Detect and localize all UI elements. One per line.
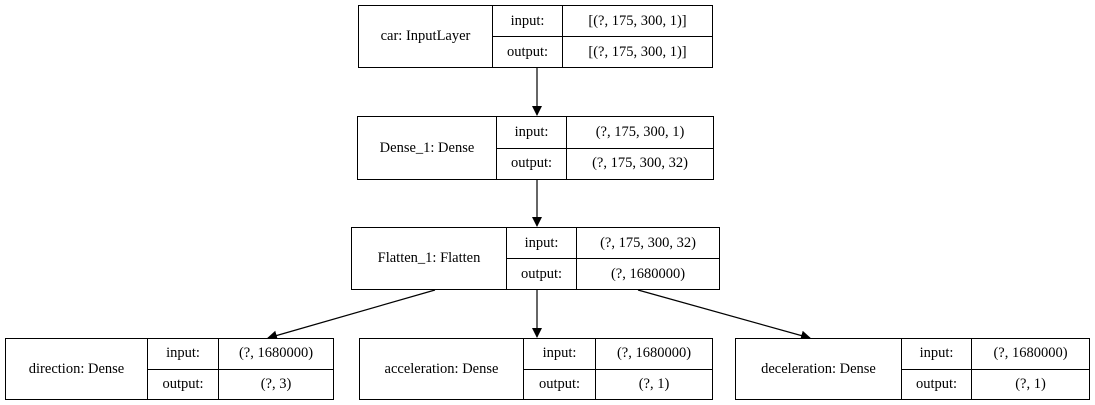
input-key: input: (507, 228, 576, 259)
node-dense-1: Dense_1: Dense input: output: (?, 175, 3… (357, 116, 714, 180)
input-shape: (?, 1680000) (596, 339, 712, 370)
node-acceleration: acceleration: Dense input: output: (?, 1… (359, 338, 713, 400)
input-shape: (?, 1680000) (219, 339, 333, 370)
output-key: output: (506, 43, 549, 60)
output-key: output: (510, 155, 553, 172)
node-name: Dense_1: Dense (358, 117, 497, 179)
input-shape: (?, 175, 300, 1) (567, 117, 713, 149)
input-shape: [(?, 175, 300, 1)] (563, 6, 712, 37)
node-name: direction: Dense (6, 339, 148, 399)
input-shape: (?, 175, 300, 32) (577, 228, 719, 259)
node-name: acceleration: Dense (360, 339, 524, 399)
output-shape: (?, 1680000) (610, 265, 686, 282)
output-shape: (?, 1) (1015, 375, 1046, 392)
output-key: output: (915, 375, 958, 392)
output-shape: [(?, 175, 300, 1)] (588, 43, 687, 60)
output-shape: (?, 3) (260, 375, 292, 392)
output-key: output: (538, 375, 581, 392)
input-key: input: (493, 6, 562, 37)
node-name: deceleration: Dense (736, 339, 902, 399)
edge-flatten-1-to-deceleration (637, 289, 811, 341)
node-name: car: InputLayer (359, 6, 493, 67)
node-flatten-1: Flatten_1: Flatten input: output: (?, 17… (351, 227, 720, 290)
input-key: input: (148, 339, 218, 370)
output-key: output: (162, 375, 204, 392)
input-shape: (?, 1680000) (972, 339, 1089, 370)
output-key: output: (520, 265, 563, 282)
node-deceleration: deceleration: Dense input: output: (?, 1… (735, 338, 1090, 400)
input-key: input: (902, 339, 971, 370)
input-key: input: (524, 339, 595, 370)
edge-flatten-1-to-direction (267, 289, 436, 341)
node-name: Flatten_1: Flatten (352, 228, 507, 289)
output-shape: (?, 175, 300, 32) (592, 155, 688, 172)
input-key: input: (497, 117, 566, 149)
node-direction: direction: Dense input: output: (?, 1680… (5, 338, 334, 400)
node-car-inputlayer: car: InputLayer input: output: [(?, 175,… (358, 5, 713, 68)
output-shape: (?, 1) (638, 375, 670, 392)
